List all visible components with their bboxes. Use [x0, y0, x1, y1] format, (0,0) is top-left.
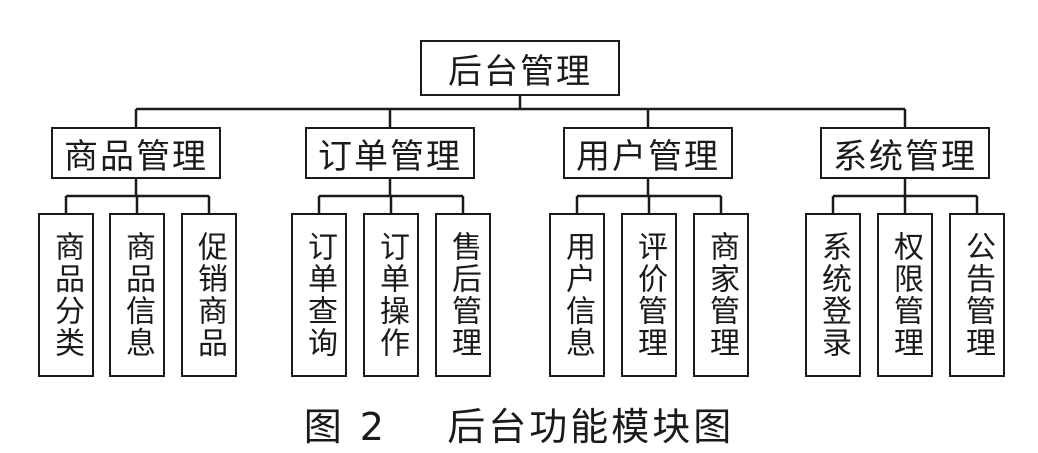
leaf-node: 评价管理: [621, 213, 677, 377]
leaf-node: 商品分类: [38, 213, 94, 377]
leaf-node: 订单操作: [363, 213, 419, 377]
leaf-node: 商家管理: [693, 213, 749, 377]
leaf-node: 商品信息: [109, 213, 165, 377]
leaf-node: 促销商品: [181, 213, 237, 377]
root-node: 后台管理: [420, 40, 620, 96]
leaf-node: 权限管理: [877, 213, 933, 377]
figure-caption: 图 2 后台功能模块图: [303, 405, 735, 449]
group-node-goods: 商品管理: [51, 127, 221, 179]
leaf-node: 公告管理: [949, 213, 1005, 377]
group-node-users: 用户管理: [563, 127, 733, 179]
leaf-node: 售后管理: [435, 213, 491, 377]
group-node-system: 系统管理: [820, 127, 990, 179]
leaf-node: 系统登录: [805, 213, 861, 377]
leaf-node: 订单查询: [291, 213, 347, 377]
leaf-node: 用户信息: [549, 213, 605, 377]
group-node-orders: 订单管理: [305, 127, 475, 179]
